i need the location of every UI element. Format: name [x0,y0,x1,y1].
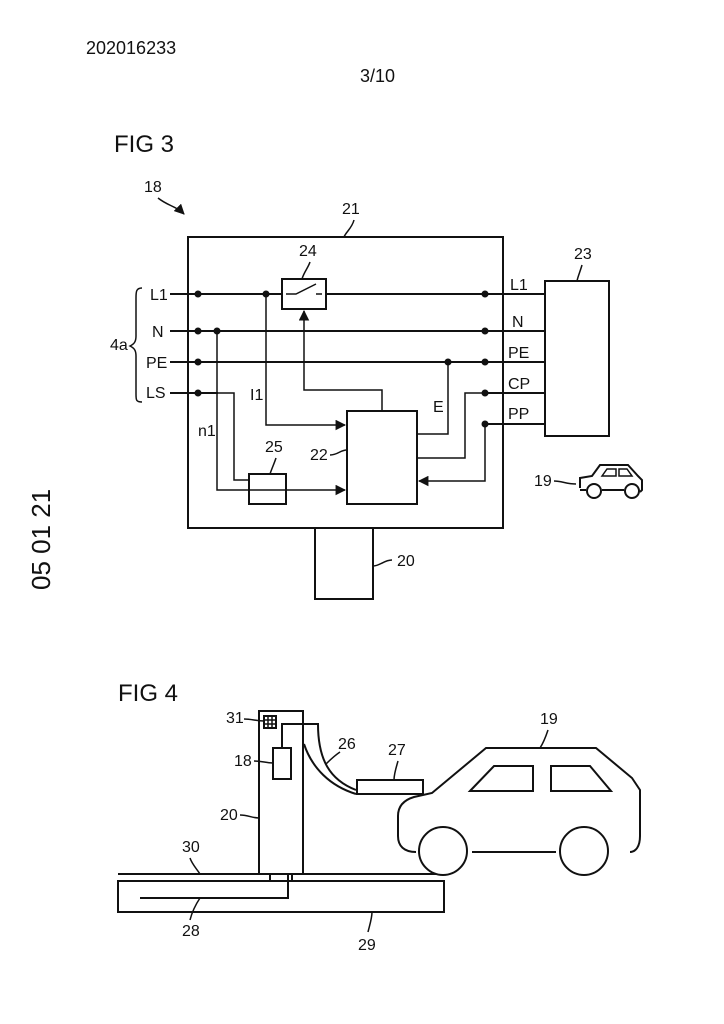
plug-box [357,780,423,794]
ref-30-leader [190,858,200,874]
junction-dot [482,328,489,335]
output-label-pe: PE [508,345,529,362]
ref-19-label-fig4: 19 [540,711,558,728]
module-box [249,474,286,504]
figure-4: FIG 4 30 29 28 20 31 18 26 [118,680,640,954]
ref-26-label: 26 [338,736,356,753]
ref-23-leader [577,265,582,281]
ref-18-label: 18 [144,179,162,196]
ref-20-label: 20 [397,553,415,570]
fig4-title: FIG 4 [118,680,178,707]
input-label-pe: PE [146,355,167,372]
ref-26-leader [326,752,340,764]
controller-box [347,411,417,504]
junction-dot [482,291,489,298]
output-label-l1: L1 [510,277,528,294]
page-number: 3/10 [360,66,395,86]
ref-27-label: 27 [388,742,406,759]
socket-box [545,281,609,436]
ref-27-leader [394,761,398,780]
ref-29-leader [368,912,372,932]
signal-label-n1: n1 [198,423,216,440]
output-label-n: N [512,314,524,331]
ref-19-leader-fig4 [540,730,548,748]
pole-box [315,528,373,599]
signal-label-e: E [433,399,444,416]
meter-icon [264,716,276,728]
vehicle-icon [398,748,640,875]
figure-3: FIG 3 18 21 20 4a L1 N PE LS [110,131,642,599]
ref-4a-label: 4a [110,337,128,354]
ref-30-label: 30 [182,839,200,856]
input-bracket [130,288,142,402]
input-label-l1: L1 [150,287,168,304]
ref-31-label: 31 [226,710,244,727]
signal-label-i1: I1 [250,387,263,404]
ref-20-leader [373,560,392,566]
input-label-n: N [152,324,164,341]
fig3-title: FIG 3 [114,131,174,158]
ref-20-leader-fig4 [240,815,259,818]
ref-21-label: 21 [342,201,360,218]
junction-dot [195,359,202,366]
junction-dot [195,291,202,298]
junction-dot [482,359,489,366]
output-label-pp: PP [508,406,529,423]
output-label-cp: CP [508,376,530,393]
ref-25-label: 25 [265,439,283,456]
input-label-ls: LS [146,385,166,402]
car-icon [580,465,642,498]
housing-box [188,237,503,528]
ref-29-label: 29 [358,937,376,954]
ref-22-label: 22 [310,447,328,464]
ref-21-leader [344,220,354,237]
junction-dot [195,390,202,397]
side-date: 05 01 21 [26,489,56,590]
ref-18-arrow [158,198,184,214]
device-box [273,748,291,779]
ref-18-label-fig4: 18 [234,753,252,770]
document-number: 202016233 [86,38,176,58]
ref-23-label: 23 [574,246,592,263]
foundation-box [118,881,444,912]
ref-20-label-fig4: 20 [220,807,238,824]
junction-dot [195,328,202,335]
ref-28-label: 28 [182,923,200,940]
ref-19-leader [554,481,576,484]
ref-19-label: 19 [534,473,552,490]
ref-24-label: 24 [299,243,317,260]
